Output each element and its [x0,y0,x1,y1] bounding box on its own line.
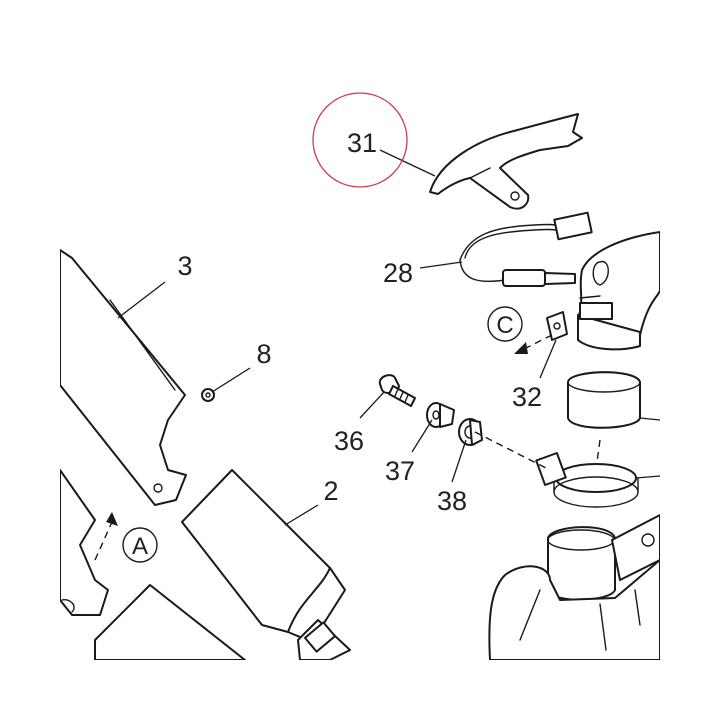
heat-shield-part-3[interactable] [60,249,187,506]
washer-part-37[interactable] [426,402,455,428]
reference-letter-a: A [132,533,148,560]
sleeve-gasket[interactable] [567,371,641,429]
bolt-part-36[interactable] [378,374,416,407]
leader-clamp [635,475,660,479]
lower-guard-panel[interactable] [60,469,246,660]
collector-box[interactable] [488,514,660,660]
leader-sleeve [639,417,660,421]
diagram-parts [60,113,660,660]
lambda-sensor-part-28[interactable] [459,211,593,287]
callout-2[interactable]: 2 [323,476,338,506]
reference-circle-c [487,306,523,342]
reference-letter-c: C [496,312,513,339]
assembly-axis-line [474,431,551,471]
exhaust-head-pipe[interactable] [577,231,660,351]
highlight-circle [312,92,408,188]
assembly-axis-line-vertical [596,439,601,463]
leader-8 [211,367,251,393]
assembly-arrow-a-line [94,521,113,561]
spacer-part-38[interactable] [458,418,483,446]
leader-3 [117,281,166,319]
nut-part-32[interactable] [546,311,568,341]
callout-28[interactable]: 28 [383,258,413,288]
leader-31 [379,149,436,177]
callout-37[interactable]: 37 [385,456,415,486]
callout-31[interactable]: 31 [347,128,377,158]
assembly-arrow-c-line [525,334,553,349]
clamp-band[interactable] [535,452,639,508]
leader-37 [411,419,433,453]
reference-circle-a [122,527,158,563]
arrow-head-c [514,342,528,354]
leader-38 [451,439,467,483]
callout-36[interactable]: 36 [334,426,364,456]
callout-32[interactable]: 32 [512,382,542,412]
grommet-part-8[interactable] [201,388,215,402]
callout-38[interactable]: 38 [437,486,467,516]
leader-36 [359,391,385,419]
arrow-head-a [106,512,118,526]
leader-2 [284,504,319,526]
callout-8[interactable]: 8 [256,339,271,369]
leader-28 [419,261,463,269]
cover-part-31[interactable] [429,113,583,210]
leader-32 [539,339,557,379]
callout-3[interactable]: 3 [177,251,192,281]
silencer-part-2[interactable] [181,469,351,660]
